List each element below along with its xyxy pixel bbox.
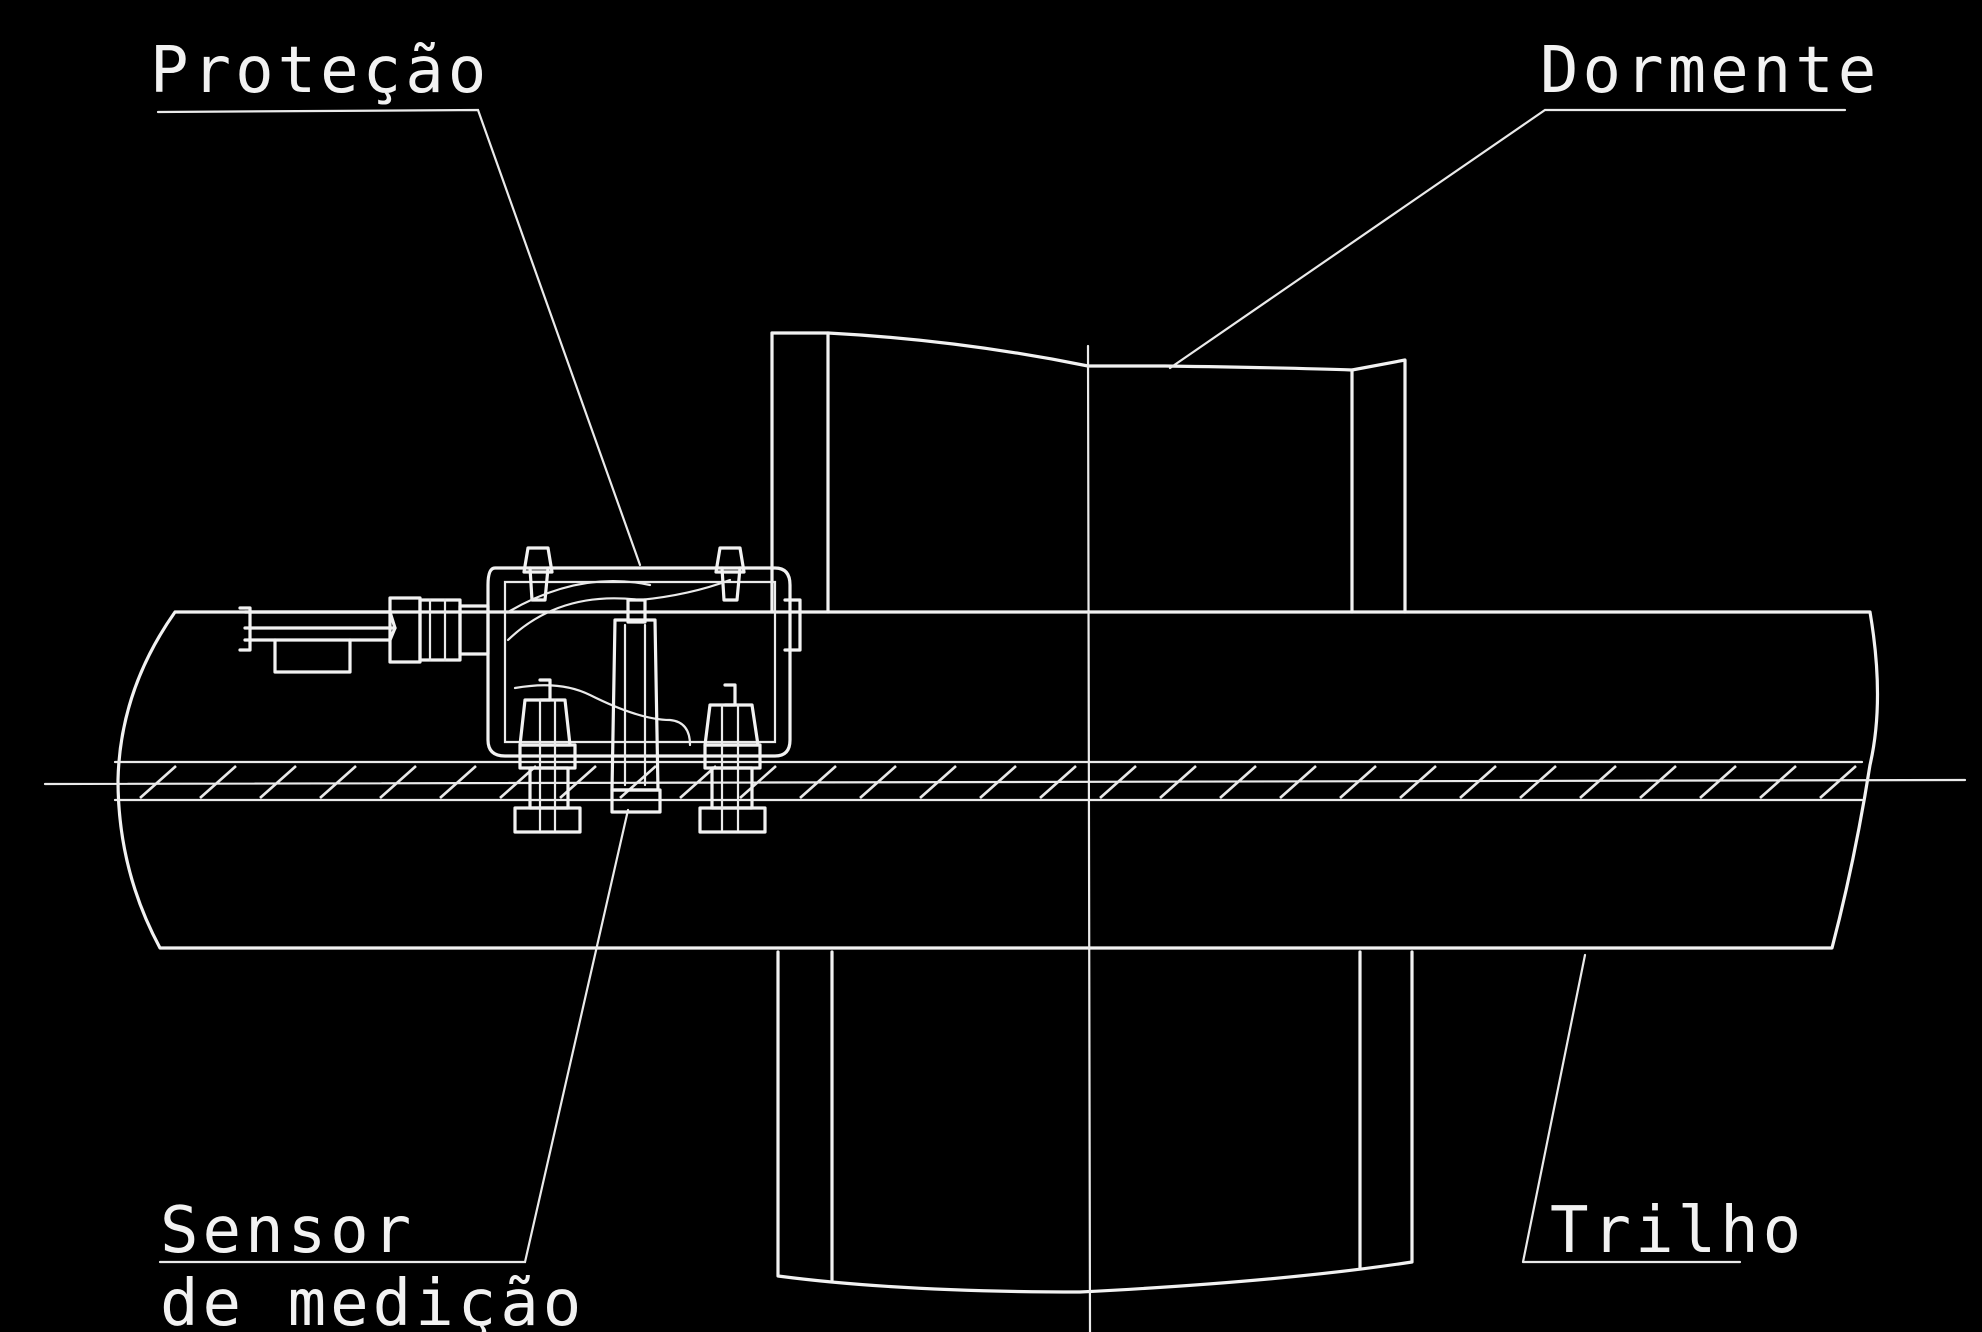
rail-outline	[116, 610, 1880, 950]
label-dormente: Dormente	[1540, 34, 1880, 108]
measurement-sensor	[610, 598, 662, 814]
hatch-stroke	[1639, 765, 1677, 799]
protection-housing	[486, 546, 802, 758]
anchor-bolt-right	[698, 683, 767, 834]
sleeper-dormente	[770, 331, 1414, 1294]
sleeper-upper-top-edge	[826, 331, 1407, 614]
label-protecao: Proteção	[150, 34, 490, 108]
label-trilho: Trilho	[1550, 1194, 1805, 1268]
hatch-stroke	[379, 765, 417, 799]
horizontal-centerline	[43, 778, 1967, 786]
leader-trilho	[1521, 953, 1742, 1264]
sleeper-lower-outline	[776, 950, 1414, 1294]
hatch-stroke	[1519, 765, 1557, 799]
hatch-stroke	[319, 765, 357, 799]
vertical-centerline	[1086, 344, 1092, 1332]
hatch-stroke	[259, 765, 297, 799]
hatch-stroke	[1819, 765, 1857, 799]
hatch-stroke	[199, 765, 237, 799]
hatch-stroke	[1759, 765, 1797, 799]
label-sensor-line2: de medição	[160, 1267, 585, 1332]
cable-connector	[238, 596, 490, 674]
hatch-stroke	[1699, 765, 1737, 799]
hatch-stroke	[139, 765, 177, 799]
leader-sensor	[158, 808, 630, 1264]
leader-dormente	[1168, 108, 1847, 370]
label-sensor-line1: Sensor	[160, 1194, 415, 1268]
leader-protecao	[156, 108, 642, 567]
hatch-stroke	[1579, 765, 1617, 799]
anchor-bolt-left	[513, 678, 582, 834]
hatch-stroke	[439, 765, 477, 799]
